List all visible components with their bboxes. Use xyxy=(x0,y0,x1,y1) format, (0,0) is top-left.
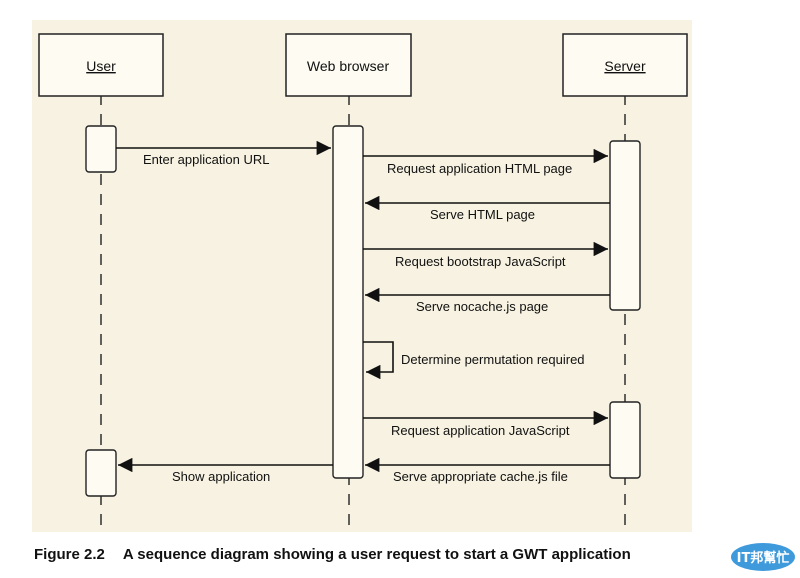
participant-browser-box xyxy=(285,33,412,97)
activation-user-2 xyxy=(85,449,117,497)
ithome-watermark-logo: IT邦幫忙 xyxy=(730,542,796,572)
message-label-9: Show application xyxy=(172,469,270,484)
participant-server-box xyxy=(562,33,688,97)
message-label-5: Serve nocache.js page xyxy=(416,299,548,314)
message-label-2: Request application HTML page xyxy=(387,161,572,176)
figure-number: Figure 2.2 xyxy=(34,546,105,563)
participant-user-box xyxy=(38,33,164,97)
message-label-7: Request application JavaScript xyxy=(391,423,570,438)
participant-browser-label: Web browser xyxy=(307,58,390,74)
figure-caption: Figure 2.2 A sequence diagram showing a u… xyxy=(34,546,631,563)
sequence-diagram: User Web browser Server Enter applicatio… xyxy=(38,33,688,532)
diagram-panel: User Web browser Server Enter applicatio… xyxy=(32,20,692,532)
activation-server-2 xyxy=(609,401,641,479)
activation-user-1 xyxy=(85,125,117,173)
message-label-1: Enter application URL xyxy=(143,152,269,167)
message-label-6: Determine permutation required xyxy=(401,352,585,367)
participant-server-label: Server xyxy=(604,58,646,74)
self-message-arrow xyxy=(363,341,394,380)
message-label-8: Serve appropriate cache.js file xyxy=(393,469,568,484)
message-label-3: Serve HTML page xyxy=(430,207,535,222)
message-label-4: Request bootstrap JavaScript xyxy=(395,254,566,269)
figure-caption-text: A sequence diagram showing a user reques… xyxy=(122,546,631,563)
participant-user-label: User xyxy=(86,58,116,74)
activation-browser xyxy=(332,125,364,479)
watermark-text: IT邦幫忙 xyxy=(737,550,790,566)
activation-server-1 xyxy=(609,140,641,311)
